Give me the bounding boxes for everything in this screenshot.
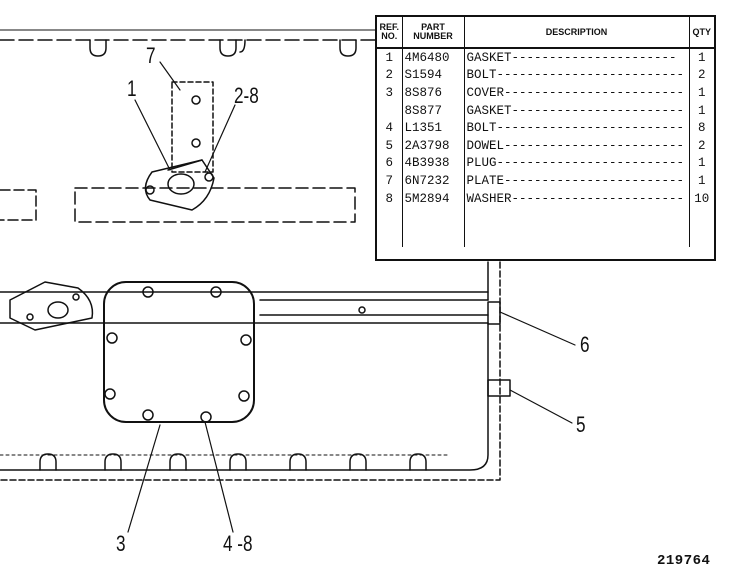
- header-part-number: PART NUMBER: [402, 17, 465, 49]
- cell-qty: 1: [697, 50, 706, 65]
- cell-part: 4M6480: [402, 48, 465, 67]
- callout-7: 7: [146, 43, 156, 68]
- cell-desc: BOLT-------------------------: [464, 119, 690, 137]
- cell-desc: GASKET-----------------------: [464, 101, 690, 120]
- cell-desc: DOWEL------------------------: [464, 136, 690, 155]
- callout-5: 5: [576, 412, 586, 437]
- cell-ref: 3: [377, 84, 403, 102]
- cell-ref: [377, 101, 403, 120]
- inspection-cover: [103, 281, 255, 423]
- cell-part: 8S877: [402, 101, 465, 120]
- cell-part: S1594: [402, 66, 465, 85]
- callout-2-8: 2-8: [234, 83, 259, 108]
- cell-qty: 1: [697, 156, 706, 171]
- cell-qty: 1: [697, 85, 706, 100]
- cell-desc: PLUG-------------------------: [464, 154, 690, 173]
- cell-qty: 10: [694, 191, 710, 206]
- cell-part: 5M2894: [402, 189, 465, 208]
- upper-housing: [0, 29, 376, 223]
- cell-part: L1351: [402, 119, 465, 137]
- cell-ref: 6: [377, 154, 403, 173]
- table-filler-row: [377, 207, 714, 248]
- cell-ref: 7: [377, 172, 403, 190]
- callout-6: 6: [580, 332, 590, 357]
- cell-qty: 2: [697, 138, 706, 153]
- cell-desc: PLATE------------------------: [464, 172, 690, 190]
- cell-part: 4B3938: [402, 154, 465, 173]
- cell-desc: GASKET----------------------: [464, 48, 690, 67]
- cell-desc: COVER------------------------: [464, 84, 690, 102]
- header-qty: QTY: [689, 17, 714, 49]
- drawing-number: 219764: [657, 553, 711, 569]
- cell-qty: 2: [697, 68, 706, 83]
- cell-part: 6N7232: [402, 172, 465, 190]
- cell-desc: BOLT-------------------------: [464, 66, 690, 85]
- cell-part: 2A3798: [402, 136, 465, 155]
- cell-part: 8S876: [402, 84, 465, 102]
- callout-4-8: 4 -8: [223, 531, 253, 556]
- cell-qty: 1: [697, 103, 706, 118]
- lower-housing: [0, 261, 511, 481]
- left-flange: [9, 281, 94, 331]
- cell-ref: 2: [377, 66, 403, 85]
- callout-1: 1: [127, 76, 137, 101]
- bracket-plate: [144, 81, 215, 211]
- header-description: DESCRIPTION: [464, 17, 690, 49]
- cell-ref: 8: [377, 189, 403, 208]
- table-header-row: REF. NO. PART NUMBER DESCRIPTION QTY: [377, 17, 714, 49]
- cell-desc: WASHER-----------------------: [464, 189, 690, 208]
- cell-ref: 5: [377, 136, 403, 155]
- cell-ref: 4: [377, 119, 403, 137]
- cell-qty: 8: [697, 121, 706, 136]
- leader-lines: [127, 61, 576, 533]
- header-ref-no: REF. NO.: [377, 17, 403, 49]
- cell-qty: 1: [697, 173, 706, 188]
- cell-ref: 1: [377, 48, 403, 67]
- callout-3: 3: [116, 531, 126, 556]
